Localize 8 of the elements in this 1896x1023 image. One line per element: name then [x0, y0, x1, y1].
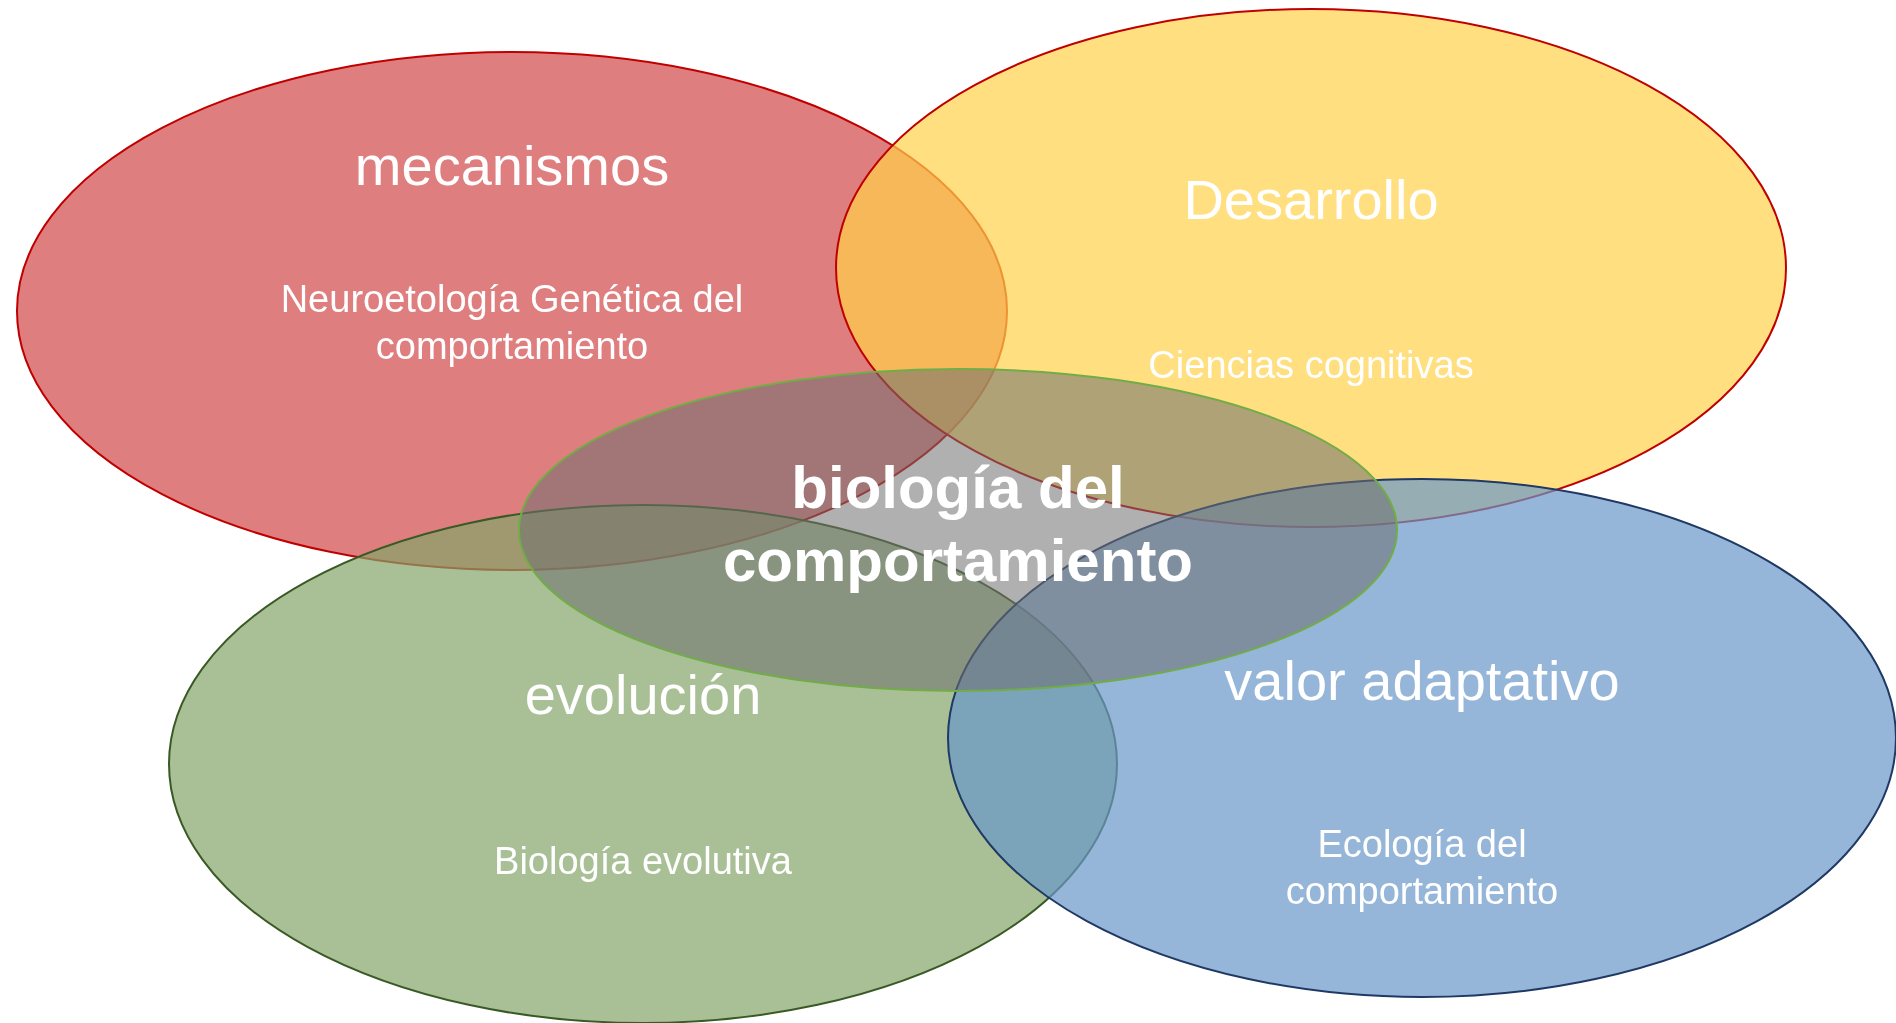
field-list: Neuroetología Genética del comportamiento	[162, 276, 862, 369]
field-list: Biología evolutiva	[494, 838, 792, 885]
circle-heading: Desarrollo	[1183, 167, 1439, 234]
field-list: Ecología del comportamiento	[1212, 821, 1632, 914]
circle-heading: mecanismos	[354, 133, 670, 200]
circle-heading: evolución	[524, 662, 762, 729]
circle-heading: valor adaptativo	[1224, 648, 1620, 715]
field-list: Ciencias cognitivas	[1148, 342, 1474, 389]
